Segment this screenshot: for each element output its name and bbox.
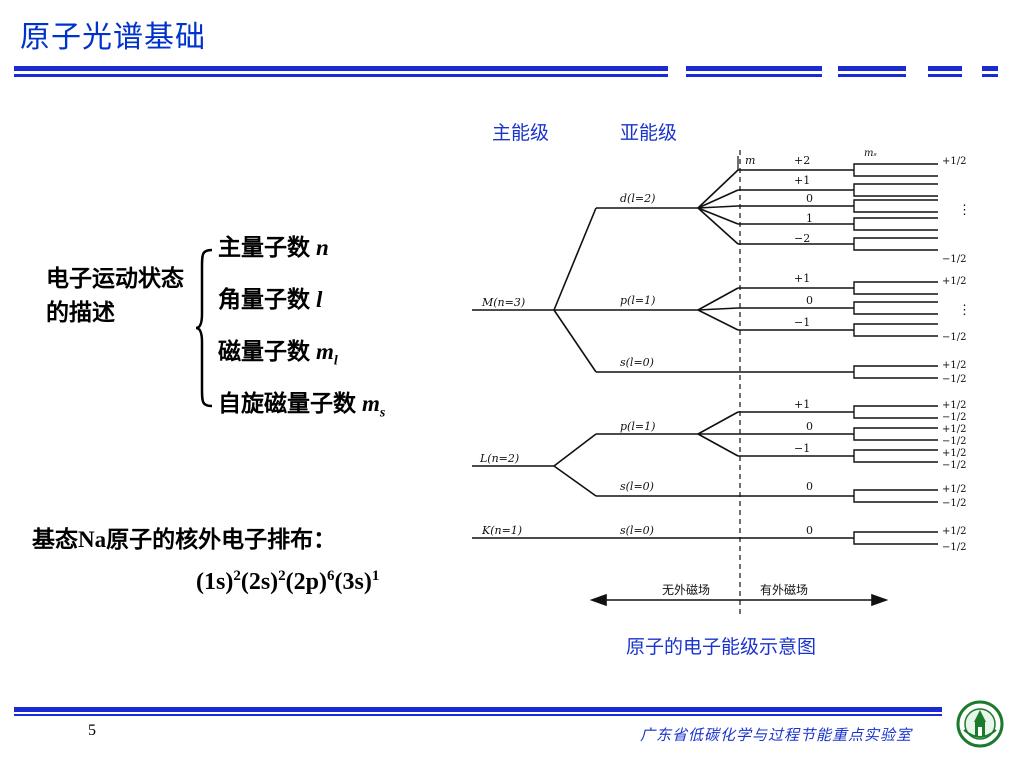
quantum-label: 角量子数 <box>218 287 310 313</box>
energy-level-diagram: m mₛ M(n=3) L(n=2) K(n=1) d(l=2) p(l=1) … <box>472 148 971 618</box>
m-value-label: −2 <box>794 232 810 245</box>
quantum-symbol: n <box>316 235 329 260</box>
electron-state-description: 电子运动状态的描述 <box>46 266 184 326</box>
ms-plus-label: +1/2 <box>942 276 966 287</box>
sublevel-label: s(l=0) <box>620 356 654 369</box>
sublevel-label: s(l=0) <box>620 524 654 537</box>
ms-plus-label: +1/2 <box>942 526 966 537</box>
quantum-number-item: 角量子数 l <box>218 280 385 332</box>
quantum-symbol: ml <box>316 339 338 369</box>
ms-plus-label: +1/2 <box>942 400 966 411</box>
ms-minus-label: −1/2 <box>942 374 966 385</box>
ms-plus-label: +1/2 <box>942 156 966 167</box>
ms-minus-label: −1/2 <box>942 412 966 423</box>
no-field-label: 无外磁场 <box>662 582 710 597</box>
ms-minus-label: −1/2 <box>942 332 966 343</box>
m-value-label: 0 <box>806 294 813 307</box>
m-value-label: 1 <box>806 212 813 225</box>
ms-minus-label: −1/2 <box>942 460 966 471</box>
slide-title: 原子光谱基础 <box>20 20 206 55</box>
sublevel-label: s(l=0) <box>620 480 654 493</box>
ms-minus-label: −1/2 <box>942 436 966 447</box>
quantum-number-item: 自旋磁量子数 ms <box>218 384 385 436</box>
quantum-number-item: 主量子数 n <box>218 228 385 280</box>
m-value-label: +2 <box>794 154 810 167</box>
m-value-label: 0 <box>806 192 813 205</box>
sodium-electron-config: (1s)2(2s)2(2p)6(3s)1 <box>196 568 380 595</box>
ms-plus-label: +1/2 <box>942 484 966 495</box>
level-m-label: M(n=3) <box>481 296 525 309</box>
page-number: 5 <box>88 722 96 739</box>
quantum-label: 自旋磁量子数 <box>218 391 356 417</box>
ms-plus-label: +1/2 <box>942 360 966 371</box>
quantum-number-item: 磁量子数 ml <box>218 332 385 384</box>
ms-plus-label: +1/2 <box>942 424 966 435</box>
m-value-label: +1 <box>794 272 810 285</box>
quantum-symbol: ms <box>362 391 386 421</box>
diagram-caption: 原子的电子能级示意图 <box>626 636 817 658</box>
m-value-label: 0 <box>806 524 813 537</box>
sublevel-label: d(l=2) <box>620 192 655 205</box>
level-l-label: L(n=2) <box>479 452 519 465</box>
ms-minus-label: −1/2 <box>942 542 966 553</box>
ms-minus-label: −1/2 <box>942 498 966 509</box>
m-value-label: +1 <box>794 398 810 411</box>
quantum-number-list: 主量子数 n 角量子数 l 磁量子数 ml 自旋磁量子数 ms <box>218 228 385 436</box>
quantum-symbol: l <box>316 287 323 312</box>
ellipsis-icon: ⋮ <box>958 303 971 318</box>
level-k-label: K(n=1) <box>481 524 522 537</box>
quantum-label: 磁量子数 <box>218 339 310 365</box>
lab-name: 广东省低碳化学与过程节能重点实验室 <box>640 726 913 744</box>
header-main-level: 主能级 <box>492 122 550 144</box>
m-value-label: 0 <box>806 480 813 493</box>
m-column-label: m <box>745 154 755 167</box>
sublevel-label: p(l=1) <box>620 294 655 307</box>
with-field-label: 有外磁场 <box>760 582 808 597</box>
ellipsis-icon: ⋮ <box>958 203 971 218</box>
m-value-label: −1 <box>794 316 810 329</box>
sodium-config-title: 基态Na原子的核外电子排布： <box>32 527 337 553</box>
ms-plus-label: +1/2 <box>942 448 966 459</box>
m-value-label: −1 <box>794 442 810 455</box>
header-sub-level: 亚能级 <box>620 122 678 144</box>
ms-minus-label: −1/2 <box>942 254 966 265</box>
curly-brace-icon <box>195 248 213 408</box>
ms-column-label: mₛ <box>864 148 877 159</box>
m-value-label: +1 <box>794 174 810 187</box>
lab-logo-icon <box>956 700 1004 748</box>
m-value-label: 0 <box>806 420 813 433</box>
sublevel-label: p(l=1) <box>620 420 655 433</box>
quantum-label: 主量子数 <box>218 235 310 261</box>
